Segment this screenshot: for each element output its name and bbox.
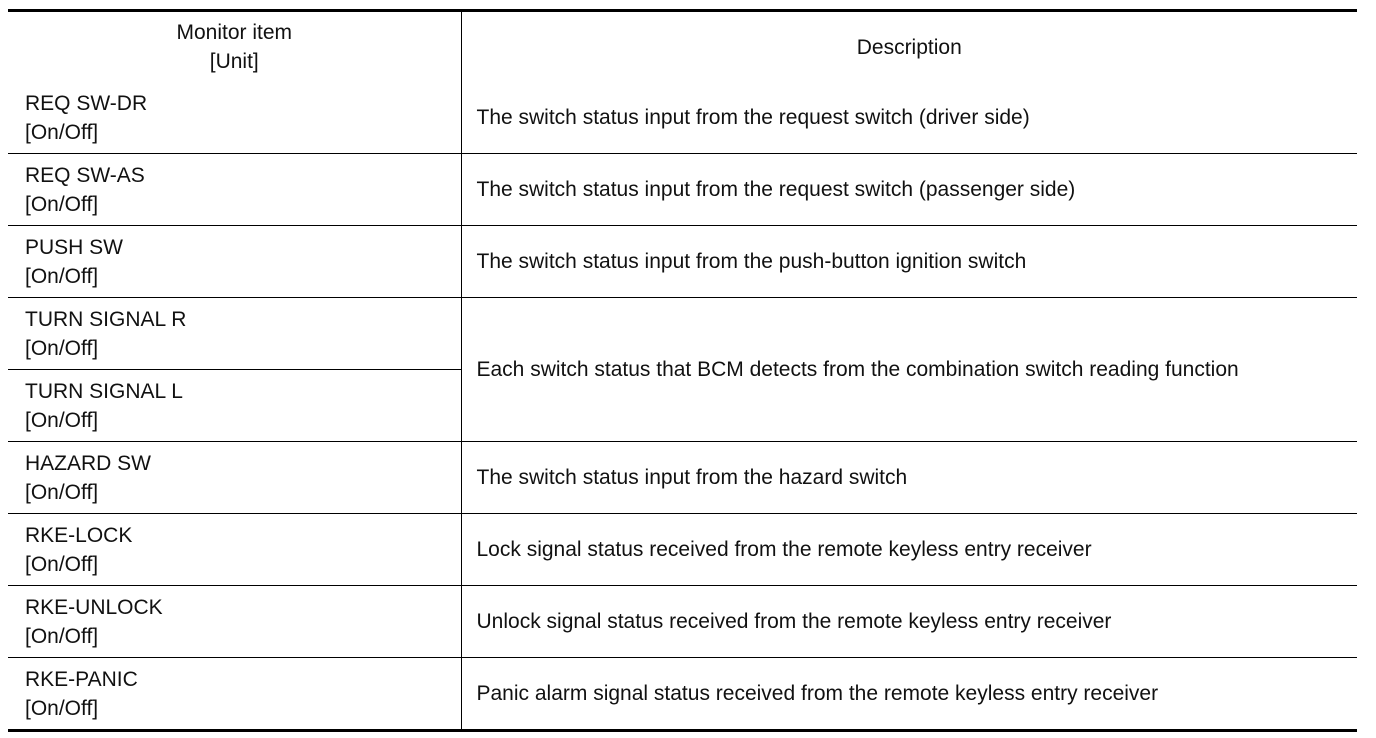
monitor-item-unit: [On/Off]	[25, 120, 99, 144]
monitor-item-unit: [On/Off]	[25, 696, 99, 720]
monitor-item-unit: [On/Off]	[25, 192, 99, 216]
monitor-item-name: RKE-PANIC	[25, 667, 138, 691]
table-row: RKE-PANIC [On/Off] Panic alarm signal st…	[8, 657, 1357, 731]
table-row: RKE-UNLOCK [On/Off] Unlock signal status…	[8, 585, 1357, 658]
header-monitor-item-label: Monitor item	[176, 21, 293, 44]
monitor-item-cell: RKE-PANIC [On/Off]	[8, 657, 462, 731]
description-cell-merged: Each switch status that BCM detects from…	[461, 297, 1357, 442]
monitor-item-cell: RKE-UNLOCK [On/Off]	[8, 585, 462, 658]
table-row: REQ SW-DR [On/Off] The switch status inp…	[8, 82, 1357, 154]
monitor-item-name: TURN SIGNAL L	[25, 379, 183, 403]
monitor-item-name: PUSH SW	[25, 235, 124, 259]
monitor-item-unit: [On/Off]	[25, 552, 99, 576]
header-unit-label: [Unit]	[209, 50, 259, 73]
monitor-item-unit: [On/Off]	[25, 264, 99, 288]
monitor-item-cell: TURN SIGNAL L [On/Off]	[8, 369, 462, 442]
description-cell: Lock signal status received from the rem…	[461, 513, 1357, 586]
description-cell: Unlock signal status received from the r…	[461, 585, 1357, 658]
description-cell: The switch status input from the request…	[461, 153, 1357, 226]
header-description: Description	[461, 11, 1357, 83]
monitor-item-cell: HAZARD SW [On/Off]	[8, 441, 462, 514]
monitor-item-unit: [On/Off]	[25, 480, 99, 504]
table-row: PUSH SW [On/Off] The switch status input…	[8, 225, 1357, 298]
monitor-item-cell: PUSH SW [On/Off]	[8, 225, 462, 298]
table-row: TURN SIGNAL L [On/Off]	[8, 369, 1357, 442]
monitor-item-table: Monitor item [Unit] Description REQ SW-D…	[8, 9, 1357, 732]
description-cell: The switch status input from the hazard …	[461, 441, 1357, 514]
table-row: REQ SW-AS [On/Off] The switch status inp…	[8, 153, 1357, 226]
monitor-item-name: REQ SW-DR	[25, 91, 148, 115]
monitor-item-name: RKE-LOCK	[25, 523, 133, 547]
header-monitor-item: Monitor item [Unit]	[8, 10, 462, 82]
monitor-item-name: RKE-UNLOCK	[25, 595, 163, 619]
monitor-item-cell: RKE-LOCK [On/Off]	[8, 513, 462, 586]
monitor-item-name: HAZARD SW	[25, 451, 151, 475]
monitor-item-unit: [On/Off]	[25, 624, 99, 648]
description-cell: Panic alarm signal status received from …	[476, 682, 1159, 705]
monitor-item-name: REQ SW-AS	[25, 163, 145, 187]
description-cell: The switch status input from the request…	[461, 82, 1357, 154]
table-row: TURN SIGNAL R [On/Off] Each switch statu…	[8, 297, 1357, 442]
monitor-item-cell: TURN SIGNAL R [On/Off]	[8, 297, 462, 370]
monitor-item-cell: REQ SW-AS [On/Off]	[8, 153, 462, 226]
table-row: RKE-LOCK [On/Off] Lock signal status rec…	[8, 513, 1357, 586]
header-description-label: Description	[856, 35, 962, 59]
monitor-item-unit: [On/Off]	[25, 408, 99, 432]
monitor-item-cell: REQ SW-DR [On/Off]	[8, 82, 462, 154]
table-row: HAZARD SW [On/Off] The switch status inp…	[8, 441, 1357, 514]
monitor-item-name: TURN SIGNAL R	[25, 307, 187, 331]
monitor-item-unit: [On/Off]	[25, 336, 99, 360]
table-header-row: Monitor item [Unit] Description	[8, 10, 1357, 83]
description-cell: The switch status input from the push-bu…	[461, 225, 1357, 298]
